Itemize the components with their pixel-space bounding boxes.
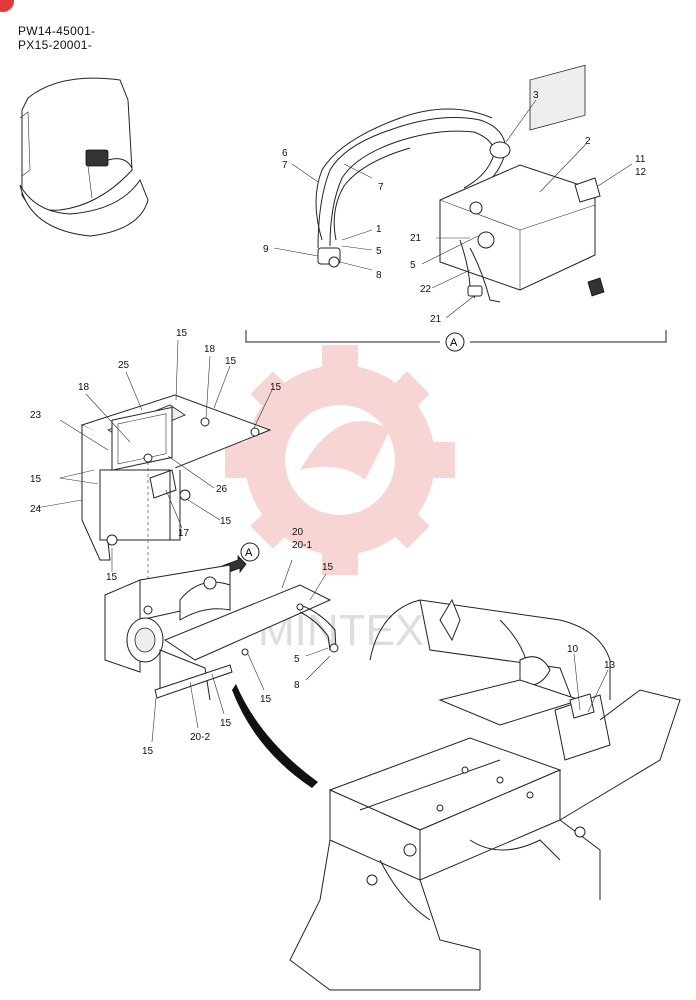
bracket-callouts: 20 20-1 15 5 8 15 15 20-2 15 [142, 527, 334, 757]
detail-a-callouts: 6 7 7 1 5 8 9 3 2 11 12 21 5 22 21 [263, 90, 647, 325]
callout-5: 5 [294, 654, 300, 665]
install-arrow-icon [232, 684, 318, 788]
callout-9: 9 [263, 244, 269, 255]
callout-5: 5 [410, 260, 416, 271]
callout-23: 23 [30, 410, 42, 421]
view-a-marker-2: A [245, 547, 253, 559]
callout-21: 21 [410, 233, 422, 244]
heater-bracket-assembly [104, 559, 339, 743]
detail-a-heater-assembly: A [245, 64, 667, 352]
callout-15: 15 [176, 328, 188, 339]
view-a-marker: A [450, 337, 458, 349]
callout-3: 3 [533, 90, 539, 101]
callout-25: 25 [118, 360, 130, 371]
callout-18: 18 [78, 382, 90, 393]
watermark-gear-icon [225, 345, 455, 575]
cabin-thumbnail [19, 77, 149, 237]
machine-frame [289, 598, 681, 991]
page-corner-marker [0, 0, 14, 12]
callout-8: 8 [294, 680, 300, 691]
serial-range-2: PX15-20001- [18, 38, 93, 52]
callout-12: 12 [635, 167, 647, 178]
serial-range-1: PW14-45001- [18, 24, 96, 38]
callout-2: 2 [585, 136, 591, 147]
callout-18: 18 [204, 344, 216, 355]
machine-callouts: 10 13 [567, 644, 616, 671]
callout-15: 15 [225, 356, 237, 367]
callout-24: 24 [30, 504, 42, 515]
callout-15: 15 [260, 694, 272, 705]
callout-15: 15 [106, 572, 118, 583]
callout-1: 1 [376, 224, 382, 235]
callout-20-2: 20-2 [190, 732, 210, 743]
callout-22: 22 [420, 284, 432, 295]
callout-17: 17 [178, 528, 190, 539]
cover-callouts: 15 18 15 15 25 18 23 15 24 26 15 17 15 [30, 328, 282, 583]
callout-6: 6 [282, 148, 288, 159]
callout-5: 5 [376, 246, 382, 257]
callout-15: 15 [220, 516, 232, 527]
callout-21: 21 [430, 314, 442, 325]
callout-8: 8 [376, 270, 382, 281]
callout-15: 15 [30, 474, 42, 485]
callout-20: 20 [292, 527, 304, 538]
callout-11: 11 [635, 154, 646, 165]
callout-15: 15 [142, 746, 154, 757]
callout-13: 13 [604, 660, 616, 671]
callout-20-1: 20-1 [292, 540, 312, 551]
callout-15: 15 [270, 382, 282, 393]
callout-15: 15 [322, 562, 334, 573]
cover-assembly [35, 339, 273, 610]
callout-10: 10 [567, 644, 579, 655]
callout-15: 15 [220, 718, 232, 729]
callout-26: 26 [216, 484, 228, 495]
callout-7: 7 [282, 160, 288, 171]
callout-7: 7 [378, 182, 384, 193]
